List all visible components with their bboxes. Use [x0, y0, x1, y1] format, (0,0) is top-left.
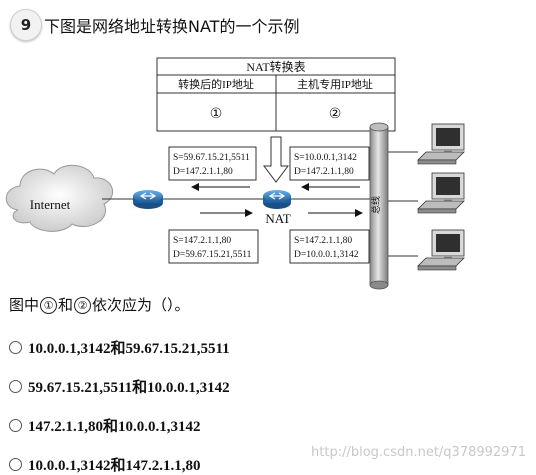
packet-box-bottom-right: S=147.2.1.1,80 D=10.0.0.1,3142 [289, 229, 370, 264]
nat-table-col-left-value: ① [210, 106, 223, 122]
host-computer-icon [417, 123, 465, 165]
option-d-label: 10.0.0.1,3142和147.2.1.1,80 [28, 458, 201, 474]
question-number-badge: 9 [10, 9, 42, 41]
internet-cloud: Internet [5, 164, 114, 232]
host-computer-icon [417, 172, 465, 214]
packet-box-bottom-left: S=147.2.1.1,80 D=59.67.15.21,5511 [168, 229, 259, 264]
option-b[interactable]: 59.67.15.21,5511和10.0.0.1,3142 [9, 376, 230, 397]
nat-label: NAT [265, 211, 290, 226]
option-b-label: 59.67.15.21,5511和10.0.0.1,3142 [28, 380, 230, 396]
option-b-radio[interactable] [9, 380, 22, 393]
question-title: 下图是网络地址转换NAT的一个示例 [44, 17, 300, 36]
nat-table-title: NAT转换表 [246, 59, 305, 74]
packet-top-left-dst: D=147.2.1.1,80 [173, 167, 233, 177]
prompt-mark-1: ① [40, 297, 58, 314]
option-a-radio[interactable] [9, 341, 22, 354]
prompt-prefix: 图中 [9, 296, 40, 314]
nat-table: NAT转换表 转换后的IP地址 主机专用IP地址 ① ② [156, 57, 396, 132]
nat-table-col-right-header: 主机专用IP地址 [297, 77, 373, 91]
packet-bottom-left-dst: D=59.67.15.21,5511 [173, 250, 252, 260]
option-d-radio[interactable] [9, 458, 22, 471]
internet-label: Internet [30, 197, 71, 212]
packet-bottom-right-dst: D=10.0.0.1,3142 [294, 250, 359, 260]
option-d[interactable]: 10.0.0.1,3142和147.2.1.1,80 [9, 454, 201, 475]
prompt-mark-2: ② [74, 297, 92, 314]
packet-bottom-right-src: S=147.2.1.1,80 [294, 236, 352, 246]
nat-table-col-right-value: ② [329, 106, 342, 122]
option-c-label: 147.2.1.1,80和10.0.0.1,3142 [28, 419, 201, 435]
packet-box-top-left: S=59.67.15.21,5511 D=147.2.1.1,80 [168, 146, 257, 181]
packet-top-right-src: S=10.0.0.1,3142 [294, 153, 357, 163]
packet-box-top-right: S=10.0.0.1,3142 D=147.2.1.1,80 [289, 146, 370, 181]
host-computer-icon [417, 229, 465, 271]
nat-diagram: NAT转换表 转换后的IP地址 主机专用IP地址 ① ② Internet NA… [5, 57, 465, 290]
router-icon [133, 190, 163, 209]
prompt-conj: 和 [58, 296, 74, 314]
option-c-radio[interactable] [9, 419, 22, 432]
prompt-suffix: 依次应为（）。 [92, 296, 190, 314]
option-a-label: 10.0.0.1,3142和59.67.15.21,5511 [28, 341, 230, 357]
watermark: http://blog.csdn.net/q378992971 [311, 445, 526, 460]
nat-table-col-left-header: 转换后的IP地址 [178, 77, 254, 91]
bus-cylinder: 总线 [369, 122, 389, 290]
table-to-nat-arrow [263, 136, 289, 183]
option-c[interactable]: 147.2.1.1,80和10.0.0.1,3142 [9, 415, 201, 436]
nat-router-icon [263, 190, 291, 209]
bus-label: 总线 [370, 196, 382, 214]
packet-top-left-src: S=59.67.15.21,5511 [173, 153, 250, 163]
option-a[interactable]: 10.0.0.1,3142和59.67.15.21,5511 [9, 337, 230, 358]
packet-top-right-dst: D=147.2.1.1,80 [294, 167, 354, 177]
packet-bottom-left-src: S=147.2.1.1,80 [173, 236, 231, 246]
